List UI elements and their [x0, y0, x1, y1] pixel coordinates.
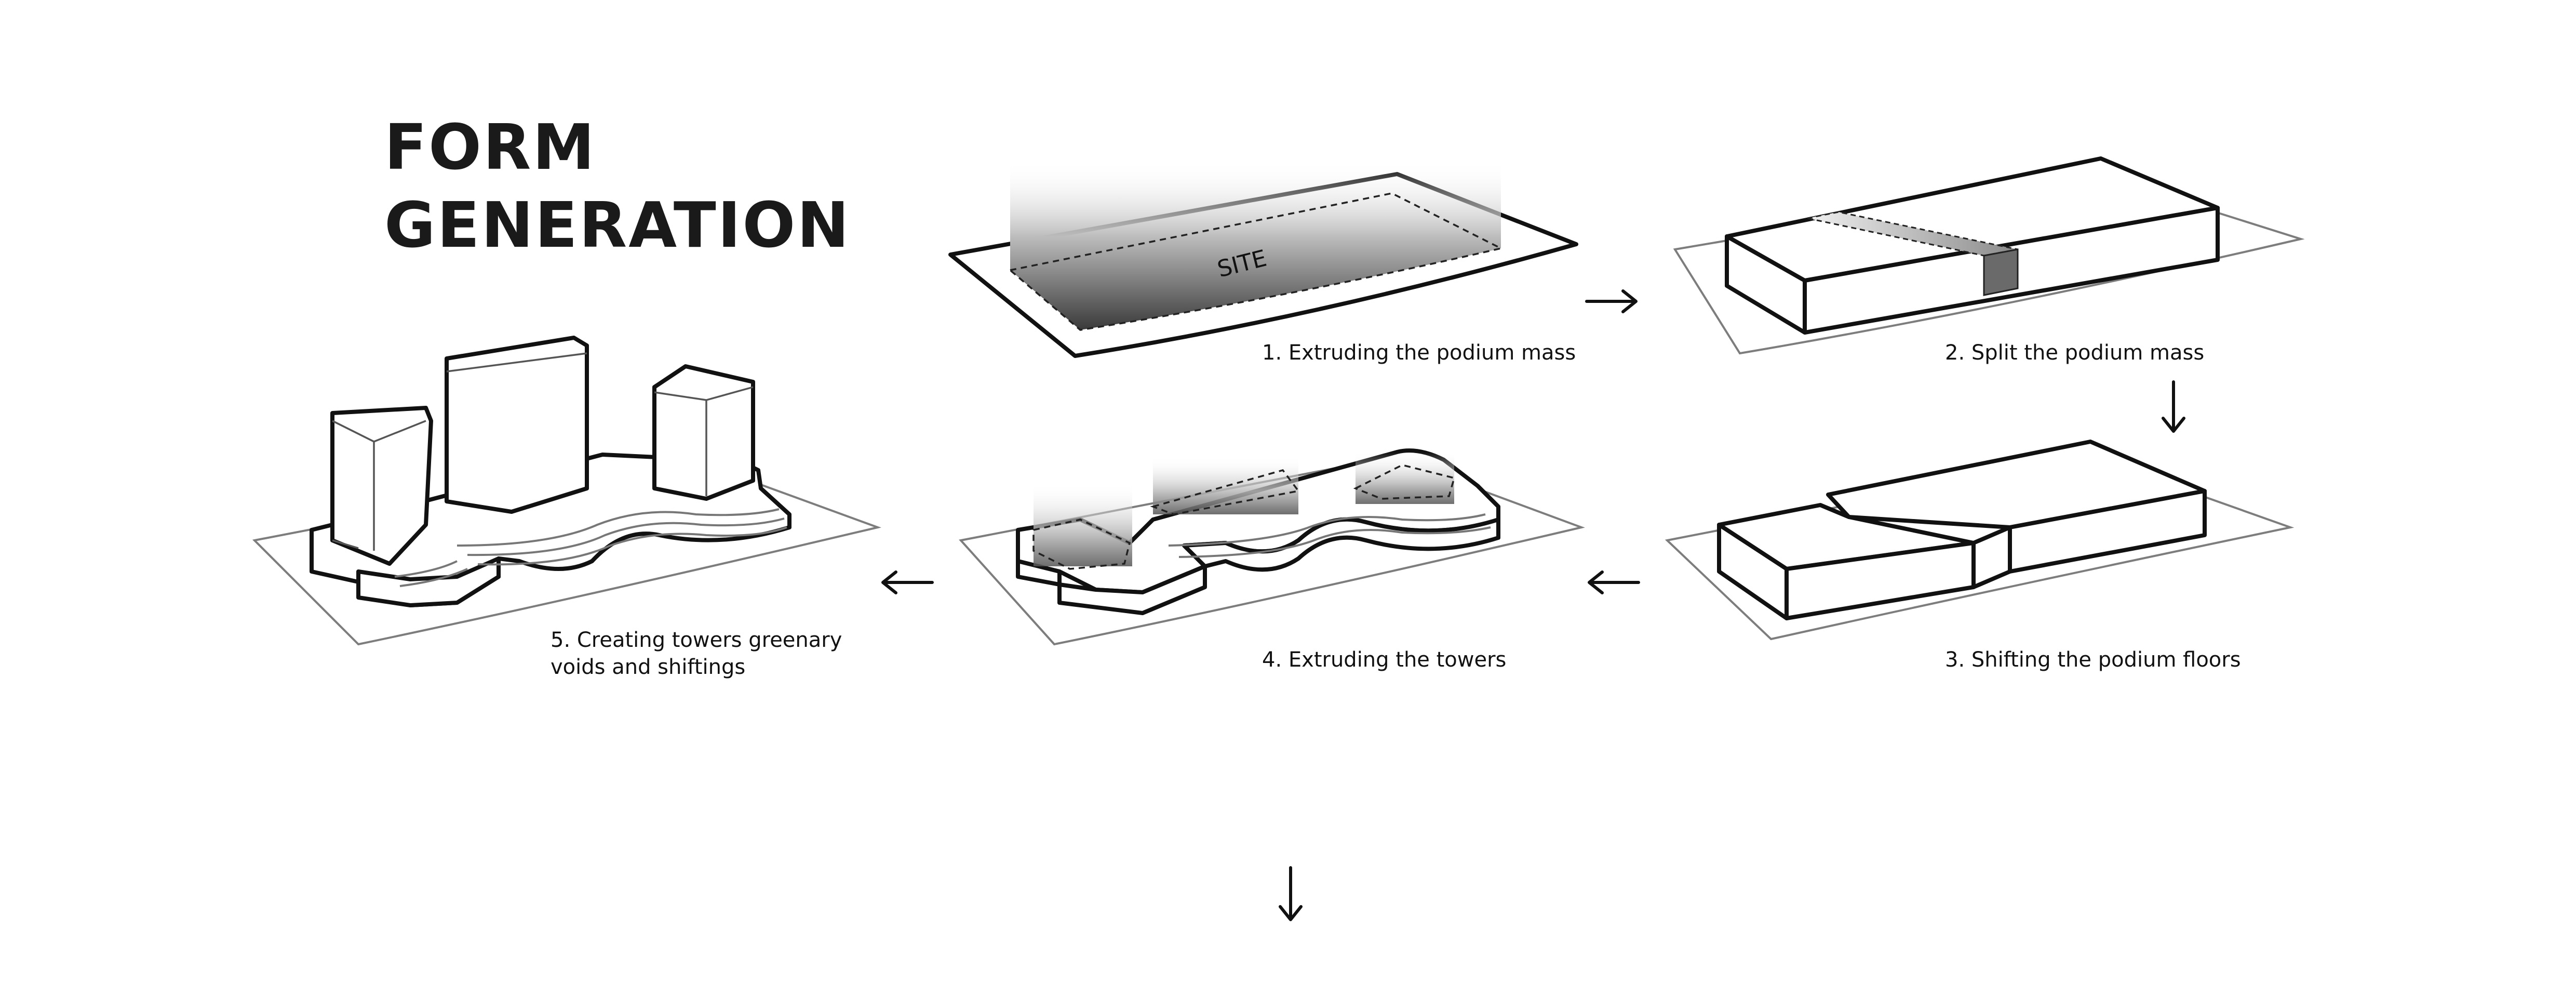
arrow-down-icon — [1279, 866, 1303, 921]
step-3-drawing — [1665, 440, 2295, 641]
site-boundary-dashed — [1008, 192, 1504, 331]
step-1-label: 1. Extruding the podium mass — [1262, 341, 1576, 365]
split-band-face — [1983, 248, 2019, 296]
step-5-ground-plate — [252, 456, 881, 646]
step-1-drawing: SITE — [948, 161, 1578, 358]
title-line-1: FORM — [384, 112, 596, 184]
step-4-ground-plate — [959, 456, 1585, 646]
site-extrusion-shade — [1010, 161, 1501, 330]
arrow-left-icon — [1588, 570, 1640, 594]
step-4-drawing — [959, 448, 1585, 646]
step-2-ground-plate — [1673, 175, 2305, 355]
arrow-left-icon — [881, 570, 934, 594]
podium-lower-wing — [1057, 564, 1207, 615]
arrow-down-icon — [2162, 380, 2185, 433]
tower-c — [652, 364, 755, 501]
step-4-label: 4. Extruding the towers — [1262, 648, 1507, 672]
tower-extrusion-1 — [1034, 483, 1132, 566]
step-3-ground-plate — [1665, 456, 2295, 641]
step-5-label-line-1: 5. Creating towers greenary — [551, 628, 842, 652]
title-line-2: GENERATION — [384, 190, 851, 262]
step-2-label: 2. Split the podium mass — [1945, 341, 2205, 365]
podium-block-right-front — [1971, 525, 2012, 589]
podium-right-wing — [1182, 517, 1500, 572]
step-5-drawing — [252, 336, 881, 646]
step-5-label: 5. Creating towers greenary voids and sh… — [551, 627, 842, 681]
tower-b — [445, 336, 589, 514]
tower-extrusion-2 — [1153, 457, 1298, 514]
step-3-label: 3. Shifting the podium floors — [1945, 648, 2241, 672]
step-5-label-line-2: voids and shiftings — [551, 655, 746, 679]
page-title: FORM GENERATION — [384, 109, 851, 265]
podium-block-right-side — [2008, 489, 2207, 574]
step-2-drawing — [1673, 156, 2305, 355]
arrow-right-icon — [1585, 289, 1638, 313]
